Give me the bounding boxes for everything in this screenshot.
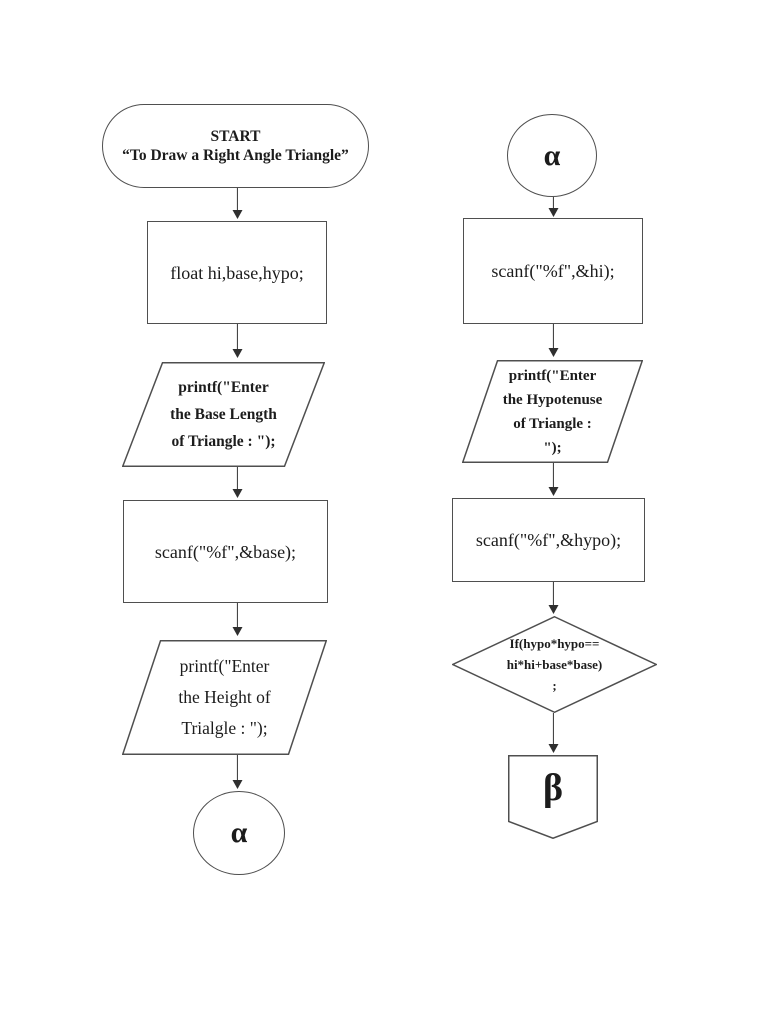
arrowhead-icon bbox=[232, 349, 242, 358]
arrow-scanf-hi-to-printf-hypotenuse bbox=[548, 324, 559, 357]
arrow-line bbox=[552, 324, 554, 351]
arrowhead-icon bbox=[232, 489, 242, 498]
scanf-hypo-text: scanf("%f",&hypo); bbox=[475, 530, 622, 550]
parallelogram-outline bbox=[122, 640, 327, 755]
arrowhead-icon bbox=[548, 348, 558, 357]
decision-line1: If(hypo*hypo== bbox=[509, 636, 600, 651]
diamond-outline bbox=[452, 616, 657, 713]
arrowhead-icon bbox=[548, 487, 558, 496]
printf-hypotenuse-line1: printf("Enter bbox=[508, 367, 597, 384]
declare-process-box: float hi,base,hypo; bbox=[147, 221, 327, 324]
arrow-line bbox=[236, 755, 238, 783]
decision-line3: ; bbox=[552, 678, 557, 693]
arrow-start-to-declare bbox=[232, 188, 243, 219]
arrow-line bbox=[236, 603, 238, 630]
decision-diamond: If(hypo*hypo== hi*hi+base*base) ; bbox=[452, 616, 657, 713]
printf-height-parallelogram: printf("Enter the Height of Trialgle : "… bbox=[122, 640, 327, 755]
arrow-line bbox=[236, 467, 238, 492]
printf-hypotenuse-line3: of Triangle : bbox=[513, 415, 592, 432]
arrow-line bbox=[552, 713, 554, 747]
decision-line2: hi*hi+base*base) bbox=[506, 657, 603, 672]
scanf-hi-process-box: scanf("%f",&hi); bbox=[463, 218, 643, 324]
arrowhead-icon bbox=[232, 780, 242, 789]
arrow-scanf-hypo-to-decision bbox=[548, 582, 559, 614]
scanf-base-process-box: scanf("%f",&base); bbox=[123, 500, 328, 603]
connector-beta-offpage: β bbox=[508, 755, 598, 839]
printf-hypotenuse-line4: "); bbox=[543, 439, 562, 456]
arrowhead-icon bbox=[548, 208, 558, 217]
printf-base-line2: the Base Length bbox=[170, 406, 277, 423]
start-terminator: START “To Draw a Right Angle Triangle” bbox=[102, 104, 369, 188]
printf-height-line2: the Height of bbox=[178, 687, 271, 707]
offpage-connector-outline bbox=[508, 755, 598, 839]
parallelogram-outline bbox=[122, 362, 325, 467]
alpha-label: α bbox=[230, 816, 248, 849]
arrow-line bbox=[236, 188, 238, 213]
printf-base-line3: of Triangle : "); bbox=[171, 433, 276, 450]
arrowhead-icon bbox=[232, 627, 242, 636]
beta-label: β bbox=[542, 767, 564, 809]
arrowhead-icon bbox=[232, 210, 242, 219]
arrow-declare-to-printf-base bbox=[232, 324, 243, 358]
arrow-line bbox=[552, 582, 554, 608]
start-subtitle: “To Draw a Right Angle Triangle” bbox=[122, 147, 349, 164]
scanf-base-text: scanf("%f",&base); bbox=[154, 541, 297, 562]
alpha-label: α bbox=[543, 138, 561, 172]
start-label: START bbox=[210, 128, 261, 145]
arrow-line bbox=[552, 197, 554, 211]
arrowhead-icon bbox=[548, 744, 558, 753]
scanf-hi-text: scanf("%f",&hi); bbox=[491, 261, 615, 281]
arrow-printf-hypotenuse-to-scanf-hypo bbox=[548, 463, 559, 496]
printf-hypotenuse-line2: the Hypotenuse bbox=[502, 391, 603, 408]
printf-base-parallelogram: printf("Enter the Base Length of Triangl… bbox=[122, 362, 325, 467]
scanf-hypo-process-box: scanf("%f",&hypo); bbox=[452, 498, 645, 582]
arrow-printf-base-to-scanf-base bbox=[232, 467, 243, 498]
connector-alpha-left: α bbox=[193, 791, 285, 875]
arrow-decision-to-beta bbox=[548, 713, 559, 753]
arrow-scanf-base-to-printf-height bbox=[232, 603, 243, 636]
arrow-printf-height-to-alpha bbox=[232, 755, 243, 789]
arrow-alpha-to-scanf-hi bbox=[548, 197, 559, 217]
parallelogram-outline bbox=[462, 360, 643, 463]
printf-base-line1: printf("Enter bbox=[178, 379, 269, 396]
declare-text: float hi,base,hypo; bbox=[170, 262, 304, 283]
arrow-line bbox=[552, 463, 554, 490]
printf-height-line1: printf("Enter bbox=[179, 656, 270, 676]
connector-alpha-right: α bbox=[507, 114, 597, 197]
arrow-line bbox=[236, 324, 238, 352]
printf-hypotenuse-parallelogram: printf("Enter the Hypotenuse of Triangle… bbox=[462, 360, 643, 463]
arrowhead-icon bbox=[548, 605, 558, 614]
printf-height-line3: Trialgle : "); bbox=[181, 718, 268, 738]
